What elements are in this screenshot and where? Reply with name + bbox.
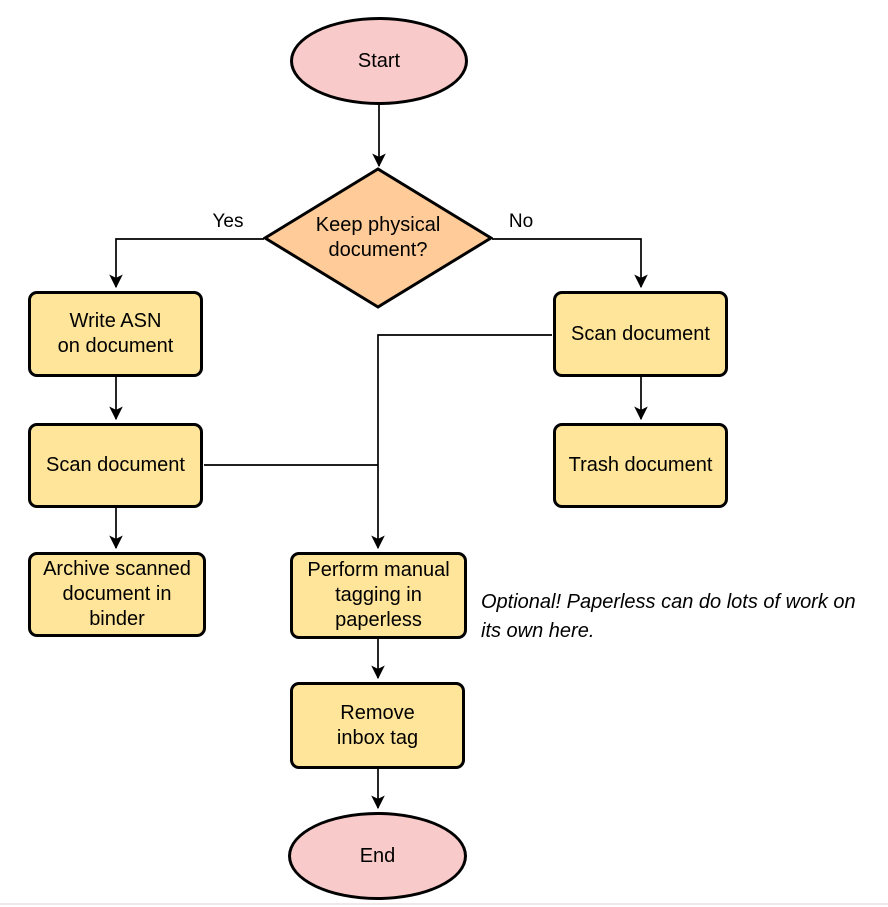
- node-remove-inbox: Remove inbox tag: [290, 682, 465, 769]
- node-start: Start: [290, 17, 468, 105]
- node-trash: Trash document: [553, 423, 728, 508]
- node-scan-document-left: Scan document: [28, 423, 203, 508]
- node-write-asn-label: Write ASN on document: [57, 310, 174, 357]
- node-remove-inbox-label: Remove inbox tag: [336, 701, 419, 749]
- page-boundary-line: [0, 903, 888, 905]
- node-write-asn: Write ASN on document: [28, 291, 203, 377]
- node-decision-label: Keep physical document?: [315, 214, 441, 261]
- edge-decision-no-to-scan-right: [492, 238, 648, 289]
- node-trash-label: Trash document: [568, 454, 713, 476]
- node-tagging-label: Perform manual tagging in paperless: [307, 559, 450, 631]
- edge-scan-right-to-tagging: [371, 334, 552, 550]
- node-end: End: [288, 812, 467, 900]
- node-scan-document-left-label: Scan document: [46, 454, 185, 476]
- note-optional: Optional! Paperless can do lots of work …: [481, 591, 856, 642]
- edge-decision-yes-to-write-asn: [109, 238, 264, 289]
- node-end-label: End: [359, 844, 396, 867]
- node-archive-label: Archive scanned document in binder: [43, 558, 191, 630]
- node-scan-document-right-label: Scan document: [571, 322, 710, 345]
- node-archive: Archive scanned document in binder: [28, 552, 206, 637]
- node-decision: Keep physical document?: [263, 167, 493, 309]
- node-scan-document-right: Scan document: [553, 291, 728, 377]
- edge-label-no: No: [491, 211, 551, 233]
- diamond-shape-icon: [263, 167, 493, 309]
- node-tagging: Perform manual tagging in paperless: [290, 552, 467, 639]
- edge-label-yes: Yes: [198, 211, 258, 233]
- node-start-label: Start: [357, 49, 401, 72]
